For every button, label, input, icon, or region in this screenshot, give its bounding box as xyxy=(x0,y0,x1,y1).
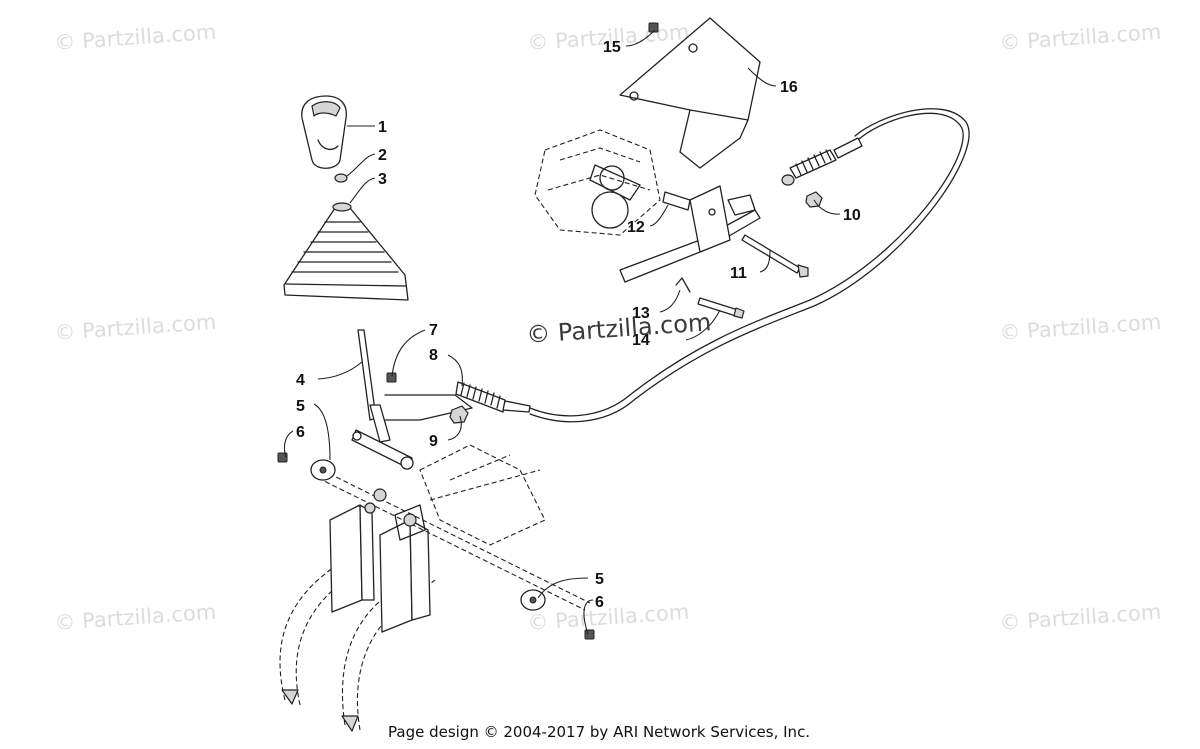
nut-9 xyxy=(449,405,469,424)
bolt-13 xyxy=(675,277,745,319)
callout-7: 7 xyxy=(429,322,438,339)
callout-8: 8 xyxy=(429,347,438,364)
screw-15 xyxy=(648,22,659,33)
shift-lever xyxy=(351,329,473,470)
knob-nut xyxy=(334,173,348,183)
bolt-left xyxy=(277,452,288,463)
page-footer: Page design © 2004-2017 by ARI Network S… xyxy=(388,723,810,741)
watermark-layer: © Partzilla.com © Partzilla.com © Partzi… xyxy=(54,20,1162,635)
callout-3: 3 xyxy=(378,171,387,188)
watermark: © Partzilla.com xyxy=(999,20,1162,55)
washer-left xyxy=(310,459,336,481)
bolt-7 xyxy=(386,372,397,383)
bolt-right xyxy=(584,629,595,640)
shift-cover xyxy=(619,17,761,169)
washer-right xyxy=(520,589,546,611)
leader-lines xyxy=(283,29,841,635)
callout-12: 12 xyxy=(627,219,645,236)
center-watermark: © Partzilla.com xyxy=(525,308,712,349)
pivot-shaft xyxy=(317,477,586,611)
nut-10 xyxy=(805,191,823,208)
shift-cable xyxy=(529,112,964,417)
spacer-12 xyxy=(662,191,691,211)
callout-15: 15 xyxy=(603,39,621,56)
callout-5: 5 xyxy=(296,398,305,415)
callout-16: 16 xyxy=(780,79,798,96)
shift-boot xyxy=(283,202,409,301)
callout-1: 1 xyxy=(378,119,387,136)
watermark: © Partzilla.com xyxy=(54,20,217,55)
cable-bracket xyxy=(619,185,761,283)
small-nuts xyxy=(364,488,417,527)
callout-11: 11 xyxy=(730,265,747,282)
transmission-housing xyxy=(534,129,661,236)
callout-6: 6 xyxy=(296,424,305,441)
frame-support xyxy=(279,444,546,732)
watermark: © Partzilla.com xyxy=(999,310,1162,345)
cable-end-upper xyxy=(781,137,863,186)
callout-5b: 5 xyxy=(595,571,604,588)
watermark: © Partzilla.com xyxy=(54,600,217,635)
callout-6b: 6 xyxy=(595,594,604,611)
cable-end-lower xyxy=(455,381,531,413)
bolt-11 xyxy=(741,234,809,278)
callout-13: 13 xyxy=(632,305,650,322)
callout-10: 10 xyxy=(843,207,861,224)
watermark: © Partzilla.com xyxy=(999,600,1162,635)
callout-2: 2 xyxy=(378,147,387,164)
callout-9: 9 xyxy=(429,433,438,450)
callout-14: 14 xyxy=(632,332,650,349)
callout-labels: 1 2 3 4 5 6 7 8 9 10 11 12 13 14 15 16 5… xyxy=(296,39,861,611)
shift-knob xyxy=(301,95,347,169)
watermark: © Partzilla.com xyxy=(54,310,217,345)
watermark: © Partzilla.com xyxy=(527,600,690,635)
callout-4: 4 xyxy=(296,372,305,389)
